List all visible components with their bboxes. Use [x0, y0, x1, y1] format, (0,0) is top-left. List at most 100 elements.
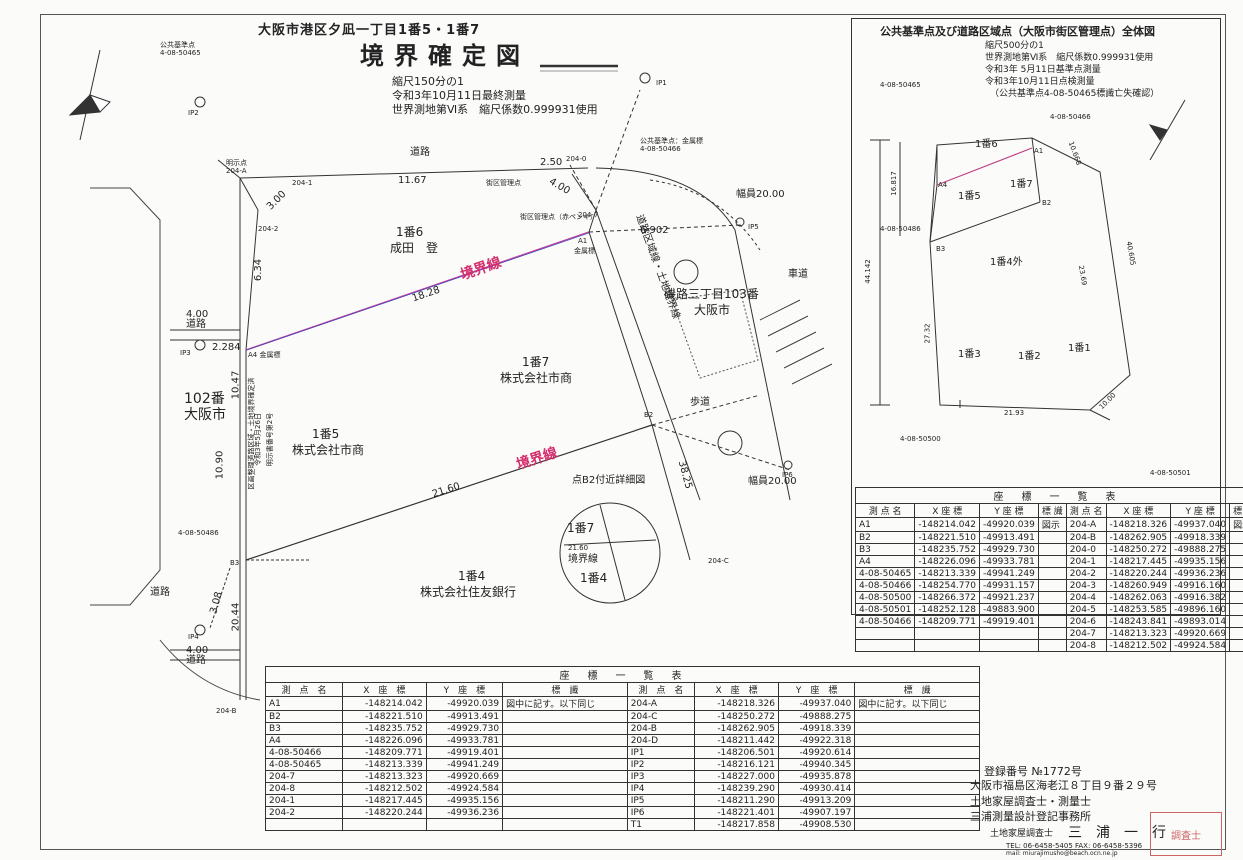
- point-a1: A1: [578, 237, 588, 245]
- table-cell: -49933.781: [978, 555, 1039, 568]
- table-cell: [854, 818, 980, 831]
- table-cell: B2: [265, 710, 343, 723]
- point-b3: B3: [230, 559, 240, 567]
- kouji-marker-label: 公共基準点：金属標: [640, 137, 703, 145]
- lot-1-7-owner: 株式会社市商: [500, 371, 573, 385]
- ov-lot-1-2: 1番2: [1018, 351, 1041, 362]
- detail-boundary: 境界線: [568, 554, 598, 565]
- table-cell: -148212.502: [1105, 639, 1172, 652]
- detail-length: 21.60: [568, 544, 589, 552]
- table-cell: [978, 639, 1039, 652]
- point-204-1: 204-1: [292, 179, 313, 187]
- table-cell: 図示: [1037, 517, 1067, 532]
- overview-scale: 縮尺500分の1: [985, 41, 1044, 51]
- table-cell: [502, 710, 628, 723]
- ov-pt-50466: 4-08-50466: [1050, 113, 1091, 121]
- table-cell: 204-0: [1065, 543, 1107, 556]
- table-header: 測 点 名: [626, 682, 696, 697]
- table-cell: -49919.401: [425, 746, 504, 759]
- table-header: 標 識: [502, 682, 628, 697]
- table-cell: 204-B: [626, 722, 696, 735]
- table-cell: 204-B: [1065, 531, 1107, 544]
- note-doc: 明示書番号第2号: [266, 412, 275, 467]
- ov-header: 測 点 名: [1065, 503, 1107, 518]
- table-cell: -148260.949: [1105, 579, 1172, 592]
- table-cell: 204-7: [265, 770, 343, 783]
- table-header: 標 識: [854, 682, 980, 697]
- table-cell: -49937.040: [777, 696, 856, 711]
- table-cell: -148220.244: [341, 806, 427, 819]
- table-cell: [914, 627, 980, 640]
- table-cell: -148250.272: [1105, 543, 1172, 556]
- ov-header: X 座 標: [914, 503, 980, 518]
- sidewalk-label: 歩道: [690, 397, 710, 408]
- lot-1-5-label: 1番5: [312, 427, 340, 441]
- table-cell: -49888.275: [1170, 543, 1231, 556]
- city-lot-label: 磯路三丁目103番: [664, 287, 759, 301]
- gaiku2-label: 街区管理点（赤ペンキ）: [520, 213, 597, 221]
- table-cell: -148262.905: [694, 722, 779, 735]
- table-cell: -49940.345: [777, 758, 856, 771]
- point-4-08-50466: 4-08-50466: [640, 145, 681, 153]
- table-cell: -148235.752: [341, 722, 427, 735]
- table-header: X 座 標: [694, 682, 779, 697]
- ov-pt-50501: 4-08-50501: [1150, 469, 1191, 477]
- table-cell: -49929.730: [425, 722, 504, 735]
- table-cell: 204-5: [1065, 603, 1107, 616]
- table-cell: -49929.730: [978, 543, 1039, 556]
- point-204-b: 204-B: [216, 707, 237, 715]
- table-cell: -148226.096: [341, 734, 427, 747]
- table-cell: [502, 758, 628, 771]
- table-cell: 図中に記す。以下同じ: [854, 696, 980, 711]
- table-cell: T1: [626, 818, 696, 831]
- lot-102-owner: 大阪市: [184, 407, 226, 423]
- table-cell: [854, 722, 980, 735]
- table-cell: -49920.039: [978, 517, 1039, 532]
- lot-102-label: 102番: [184, 391, 225, 407]
- table-cell: IP6: [626, 806, 696, 819]
- table-cell: -148227.000: [694, 770, 779, 783]
- table-header: X 座 標: [341, 682, 427, 697]
- gaiku-label: 街区管理点: [486, 179, 521, 187]
- table-cell: 4-08-50466: [265, 746, 343, 759]
- office-address: 大阪市福島区海老江８丁目９番２９号: [970, 779, 1157, 792]
- table-cell: [854, 627, 916, 640]
- dimension-2-284: 2.284: [212, 342, 241, 353]
- table-cell: A4: [854, 555, 916, 568]
- table-cell: 204-4: [1065, 591, 1107, 604]
- table-cell: -148217.445: [1105, 555, 1172, 568]
- north-arrow-icon: [68, 49, 111, 141]
- table-cell: [854, 758, 980, 771]
- table-cell: -49916.382: [1170, 591, 1231, 604]
- table-cell: -148226.096: [914, 555, 980, 568]
- table-cell: 204-2: [1065, 567, 1107, 580]
- table-cell: -49924.584: [1170, 639, 1231, 652]
- dimension-11-67: 11.67: [398, 175, 427, 186]
- table-cell: [1229, 603, 1243, 616]
- lot-1-6-owner: 成田 登: [390, 241, 439, 255]
- table-cell: [1229, 627, 1243, 640]
- table-cell: B3: [265, 722, 343, 735]
- table-cell: IP4: [626, 782, 696, 795]
- table-cell: -49920.669: [425, 770, 504, 783]
- point-204-7: 204-7: [578, 211, 599, 219]
- table-cell: -49936.236: [1170, 567, 1231, 580]
- ov-lot-1-3: 1番3: [958, 349, 981, 360]
- coordinate-table-title: 座 標 一 覧 表: [265, 666, 980, 683]
- detail-lot-1-4: 1番4: [580, 571, 608, 585]
- ov-header: 測 点 名: [854, 503, 916, 518]
- table-cell: -148253.585: [1105, 603, 1172, 616]
- table-cell: IP2: [626, 758, 696, 771]
- table-cell: -49935.878: [777, 770, 856, 783]
- point-204-c: 204-C: [708, 557, 729, 565]
- table-cell: -49936.236: [425, 806, 504, 819]
- table-cell: -49916.160: [1170, 579, 1231, 592]
